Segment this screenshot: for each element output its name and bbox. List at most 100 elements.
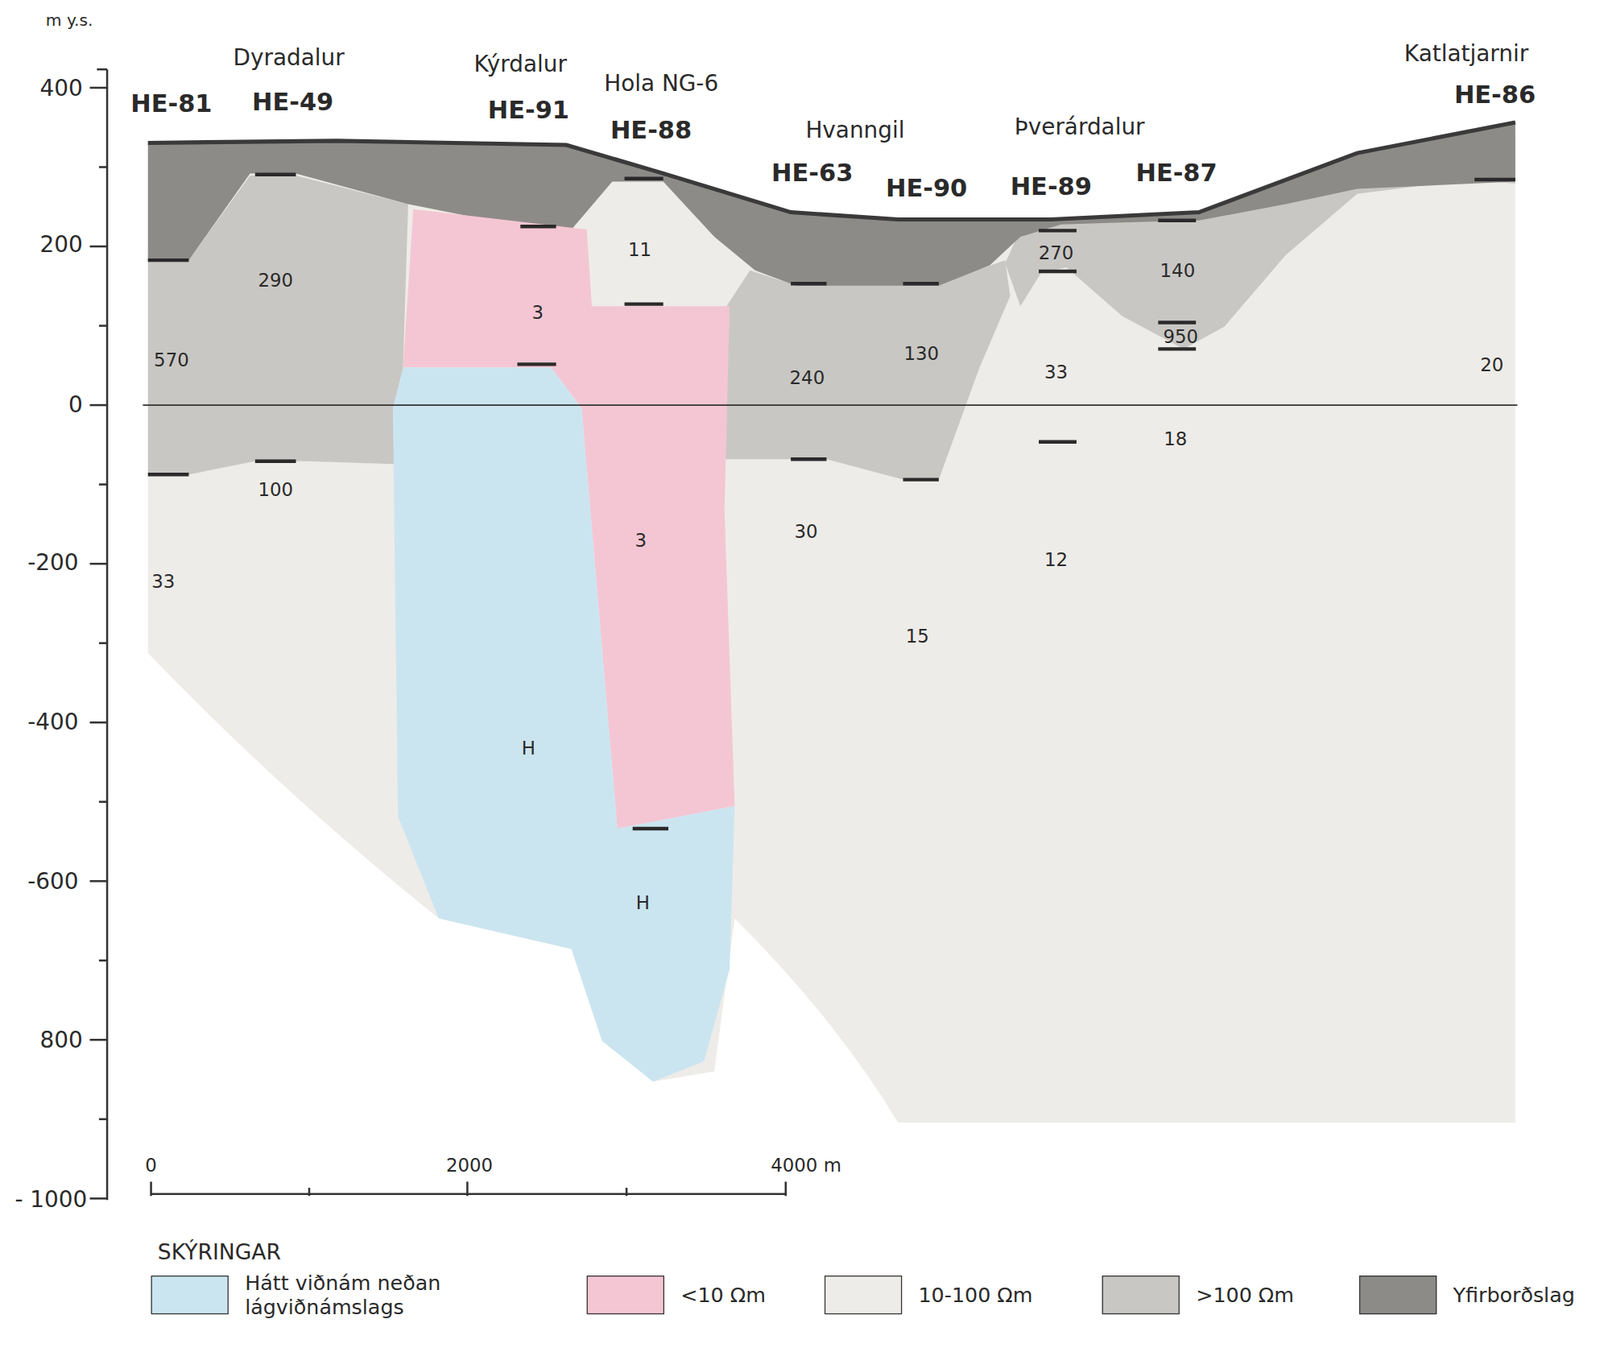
resistivity-value: 570	[153, 350, 190, 371]
legend-text: Hátt viðnám neðan lágviðnámslags	[244, 1270, 480, 1320]
boundary-mark	[1157, 347, 1196, 351]
scale-value: 2000	[446, 1155, 493, 1176]
legend-item: Hátt viðnám neðan lágviðnámslags	[151, 1270, 480, 1320]
axis-tick	[90, 880, 108, 883]
axis-tick	[90, 562, 108, 566]
medium-resistivity-region	[148, 122, 1516, 1123]
resistivity-value: 11	[628, 239, 652, 261]
surface-layer	[148, 122, 1516, 286]
axis-tick	[99, 483, 108, 486]
resistivity-value: 3	[532, 301, 545, 323]
legend-item: 10-100 Ωm	[824, 1275, 1033, 1315]
legend-heading: SKÝRINGAR	[157, 1241, 282, 1266]
axis-tick	[99, 1118, 108, 1121]
resistivity-value: 290	[257, 270, 294, 291]
legend-text: Yfirborðslag	[1453, 1282, 1576, 1307]
station-id: HE-88	[610, 116, 692, 144]
axis-value: -600	[27, 869, 79, 895]
boundary-mark	[1157, 320, 1196, 324]
legend-swatch	[587, 1275, 665, 1315]
boundary-mark	[1038, 439, 1077, 443]
legend-swatch	[1102, 1275, 1180, 1315]
legend-item: >100 Ωm	[1102, 1275, 1295, 1315]
boundary-mark	[1038, 269, 1077, 273]
resistivity-value: 33	[1044, 362, 1068, 383]
axis-tick	[90, 1038, 108, 1042]
axis-tick	[99, 800, 108, 803]
axis-tick	[99, 165, 108, 169]
boundary-mark	[1157, 219, 1196, 223]
axis-unit: m y.s.	[45, 11, 94, 29]
boundary-mark	[790, 281, 827, 286]
axis-value: -200	[27, 550, 79, 576]
high-resistivity-below-region	[392, 367, 736, 1082]
boundary-mark	[1038, 228, 1077, 232]
resistivity-value: 15	[905, 626, 930, 647]
resistivity-value: H	[521, 737, 536, 758]
place-name: Þverárdalur	[1014, 115, 1146, 141]
boundary-mark	[790, 457, 827, 461]
axis-tick	[99, 324, 108, 327]
depth-axis	[90, 69, 108, 1200]
sea-level-line	[142, 404, 1518, 406]
axis-tick	[90, 86, 108, 90]
resistivity-value: 270	[1038, 243, 1075, 264]
axis-tick	[90, 404, 108, 407]
boundary-mark	[902, 477, 939, 481]
resistivity-value: 12	[1044, 549, 1068, 571]
axis-tick	[99, 641, 108, 645]
resistivity-value: 140	[1160, 260, 1196, 281]
place-name: Hvanngil	[805, 118, 905, 144]
resistivity-value: 33	[151, 571, 175, 592]
boundary-mark	[624, 301, 664, 306]
boundary-mark	[255, 459, 297, 464]
resistivity-value: 30	[794, 521, 819, 542]
axis-tick	[90, 245, 108, 249]
legend-item: Yfirborðslag	[1359, 1275, 1576, 1315]
boundary-mark	[148, 258, 190, 262]
axis-value: 400	[39, 76, 83, 102]
legend-item: <10 Ωm	[587, 1275, 766, 1315]
station-id: HE-49	[252, 88, 334, 116]
high-resistivity-region	[724, 260, 1011, 480]
legend-swatch	[151, 1275, 229, 1315]
boundary-mark	[1474, 177, 1516, 182]
axis-value: 200	[39, 232, 83, 258]
axis-tick	[99, 959, 108, 963]
resistivity-value: 3	[635, 530, 648, 551]
legend-swatch	[824, 1275, 902, 1315]
axis-value: - 1000	[14, 1187, 87, 1213]
boundary-mark	[520, 224, 556, 228]
axis-tick	[90, 721, 108, 724]
boundary-mark	[148, 472, 190, 476]
station-id: HE-81	[130, 90, 212, 118]
legend-text: 10-100 Ωm	[917, 1282, 1033, 1307]
station-id: HE-86	[1454, 81, 1536, 108]
place-name: Dyradalur	[233, 45, 345, 71]
legend-swatch	[1359, 1275, 1437, 1315]
scale-value: 4000 m	[770, 1155, 842, 1176]
boundary-mark	[632, 826, 669, 831]
resistivity-value: 20	[1480, 355, 1504, 376]
legend-text: <10 Ωm	[680, 1282, 766, 1307]
sounding-boundary-marks	[148, 174, 1516, 829]
resistivity-value: 240	[789, 367, 826, 388]
resistivity-value: 950	[1162, 326, 1199, 348]
boundary-mark	[516, 362, 556, 366]
resistivity-value: 18	[1163, 428, 1187, 449]
legend-text: >100 Ωm	[1195, 1282, 1295, 1307]
boundary-mark	[255, 172, 297, 176]
axis-value: 0	[68, 392, 83, 418]
station-id: HE-91	[487, 96, 570, 124]
station-id: HE-89	[1010, 173, 1092, 200]
place-name: Kýrdalur	[474, 52, 567, 78]
station-id: HE-63	[771, 160, 853, 187]
place-name: Hola NG-6	[603, 71, 719, 97]
axis-value: -400	[27, 710, 79, 736]
resistivity-value: H	[636, 893, 650, 914]
place-name: Katlatjarnir	[1404, 41, 1529, 67]
resistivity-value: 100	[257, 479, 294, 501]
boundary-mark	[902, 281, 939, 286]
station-id: HE-87	[1136, 160, 1218, 187]
